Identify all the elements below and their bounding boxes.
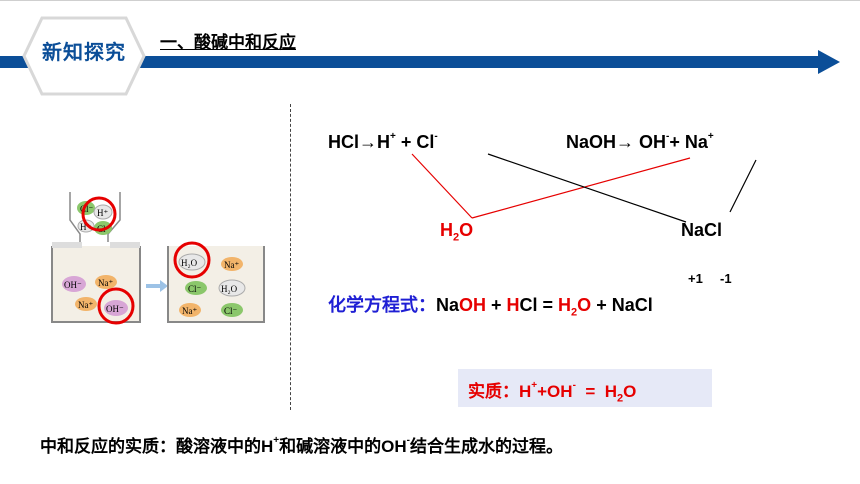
section-badge: [22, 16, 146, 96]
neutralization-illustration: Cl⁻ H⁺ H⁺ Cl⁻ OH⁻ Na⁺ Na⁺ OH⁻ H₂O Na⁺ Cl…: [51, 192, 265, 325]
hcl-ionization: HCl→H+ + Cl-: [328, 131, 438, 152]
water-product: H2O: [440, 220, 474, 244]
salt-product: NaCl: [681, 220, 723, 240]
highlight-circle-h: [81, 196, 117, 232]
ion-cl: Cl⁻: [188, 284, 202, 294]
dashed-divider: [290, 104, 291, 410]
valence-na: +1: [688, 271, 703, 286]
ion-na: Na⁺: [182, 306, 197, 316]
molecule-water: H₂O: [221, 284, 238, 294]
badge-label: 新知探究: [42, 42, 126, 64]
ion-oh: OH⁻: [64, 280, 82, 290]
naoh-ionization: NaOH→ OH-+ Na+: [566, 131, 714, 152]
header-arrow-bar: [0, 50, 840, 74]
section-title: 一、酸碱中和反应: [160, 33, 296, 52]
chemical-equation: 化学方程式：NaOH + HCl = H2O + NaCl: [328, 295, 653, 319]
neutralization-summary: 中和反应的实质：酸溶液中的H+和碱溶液中的OH-结合生成水的过程。: [40, 435, 563, 456]
ion-h: H⁺: [80, 222, 91, 232]
ion-na: Na⁺: [78, 300, 93, 310]
ion-na: Na⁺: [98, 278, 113, 288]
highlight-circle-oh: [97, 287, 135, 325]
highlight-circle-water: [173, 241, 211, 279]
ion-oh: OH⁻: [106, 304, 124, 314]
ion-cl: Cl⁻: [224, 306, 238, 316]
essence-equation: 实质：H++OH- = H2O: [468, 380, 637, 405]
ion-cl: Cl⁻: [80, 204, 94, 214]
essence-highlight-box: [458, 369, 712, 407]
molecule-water: H₂O: [181, 258, 198, 268]
top-border: [0, 0, 860, 1]
ion-h: H⁺: [97, 208, 108, 218]
ion-na: Na⁺: [224, 260, 239, 270]
valence-cl: -1: [720, 271, 732, 286]
